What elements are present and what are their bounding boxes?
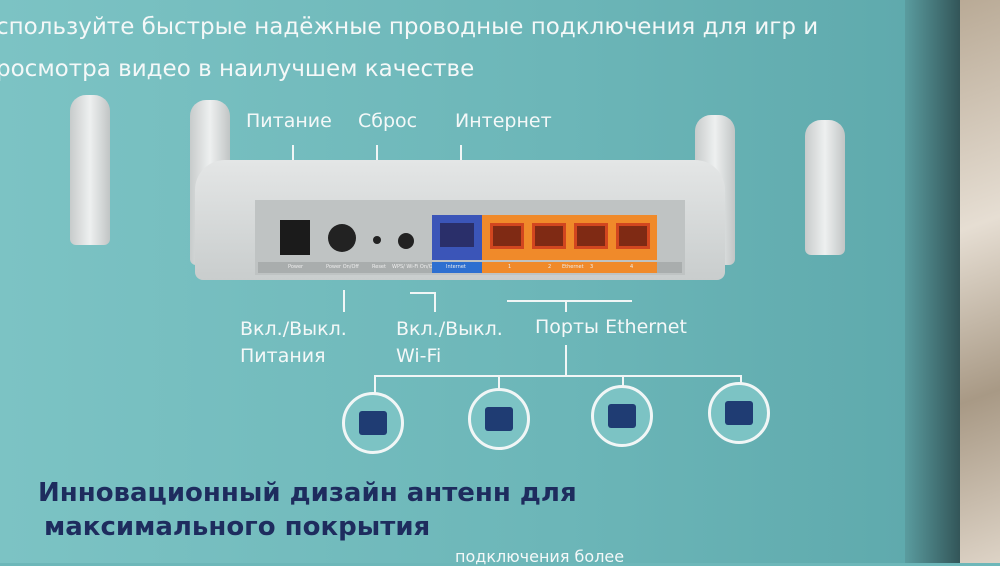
- lan-port-3[interactable]: [574, 223, 608, 249]
- pointer-line: [565, 300, 567, 312]
- lan-ports-area: [482, 215, 657, 260]
- panel-label-port-2: 2: [548, 264, 552, 270]
- marble-surface: [960, 0, 1000, 563]
- panel-label-ethernet: Ethernet: [562, 264, 584, 270]
- antenna: [70, 95, 110, 245]
- panel-label-port-3: 3: [590, 264, 594, 270]
- pointer-line: [565, 345, 567, 375]
- label-wifi-switch-2: Wi-Fi: [396, 345, 442, 367]
- lan-port-1[interactable]: [490, 223, 524, 249]
- panel-label-power: Power: [288, 264, 304, 270]
- gaming-pc-icon: [342, 392, 404, 454]
- label-power-switch-2: Питания: [240, 345, 326, 367]
- antenna: [805, 120, 845, 255]
- lan-port-2[interactable]: [532, 223, 566, 249]
- box-surface: [0, 0, 935, 563]
- reset-button[interactable]: [373, 236, 381, 244]
- panel-label-reset: Reset: [372, 264, 386, 270]
- internet-port[interactable]: [432, 215, 482, 260]
- panel-label-port-4: 4: [630, 264, 634, 270]
- tree-line: [740, 375, 742, 385]
- pointer-line: [292, 145, 294, 165]
- power-jack: [280, 220, 310, 255]
- panel-label-internet: Internet: [432, 262, 482, 273]
- laptop-icon: [708, 382, 770, 444]
- panel-label-wifi: WPS/ Wi-Fi On/Off: [392, 264, 437, 270]
- smart-tv-icon: [468, 388, 530, 450]
- tree-line: [374, 375, 376, 395]
- label-power-switch-1: Вкл./Выкл.: [240, 318, 347, 340]
- label-internet: Интернет: [455, 110, 552, 132]
- lan-port-4[interactable]: [616, 223, 650, 249]
- tree-line: [374, 375, 742, 377]
- heading-line-1: Инновационный дизайн антенн для: [38, 478, 577, 508]
- wifi-button[interactable]: [398, 233, 414, 249]
- panel-label-power-onoff: Power On/Off: [326, 264, 359, 270]
- tree-line: [498, 375, 500, 390]
- label-power: Питание: [246, 110, 332, 132]
- pointer-line: [343, 290, 345, 312]
- box-edge: [905, 0, 965, 563]
- intro-line-2: росмотра видео в наилучшем качестве: [0, 56, 475, 82]
- label-ethernet-ports: Порты Ethernet: [535, 316, 687, 338]
- heading-line-2: максимального покрытия: [44, 512, 431, 542]
- power-button[interactable]: [328, 224, 356, 252]
- pointer-line: [410, 292, 435, 294]
- subtext-partial: подключения более: [455, 547, 625, 566]
- tree-line: [622, 375, 624, 388]
- desktop-icon: [591, 385, 653, 447]
- pointer-line: [376, 145, 378, 165]
- pointer-line: [460, 145, 462, 165]
- label-wifi-switch-1: Вкл./Выкл.: [396, 318, 503, 340]
- pointer-line: [507, 300, 632, 302]
- panel-label-port-1: 1: [508, 264, 512, 270]
- intro-line-1: спользуйте быстрые надёжные проводные по…: [0, 14, 819, 40]
- label-reset: Сброс: [358, 110, 418, 132]
- pointer-line: [434, 292, 436, 312]
